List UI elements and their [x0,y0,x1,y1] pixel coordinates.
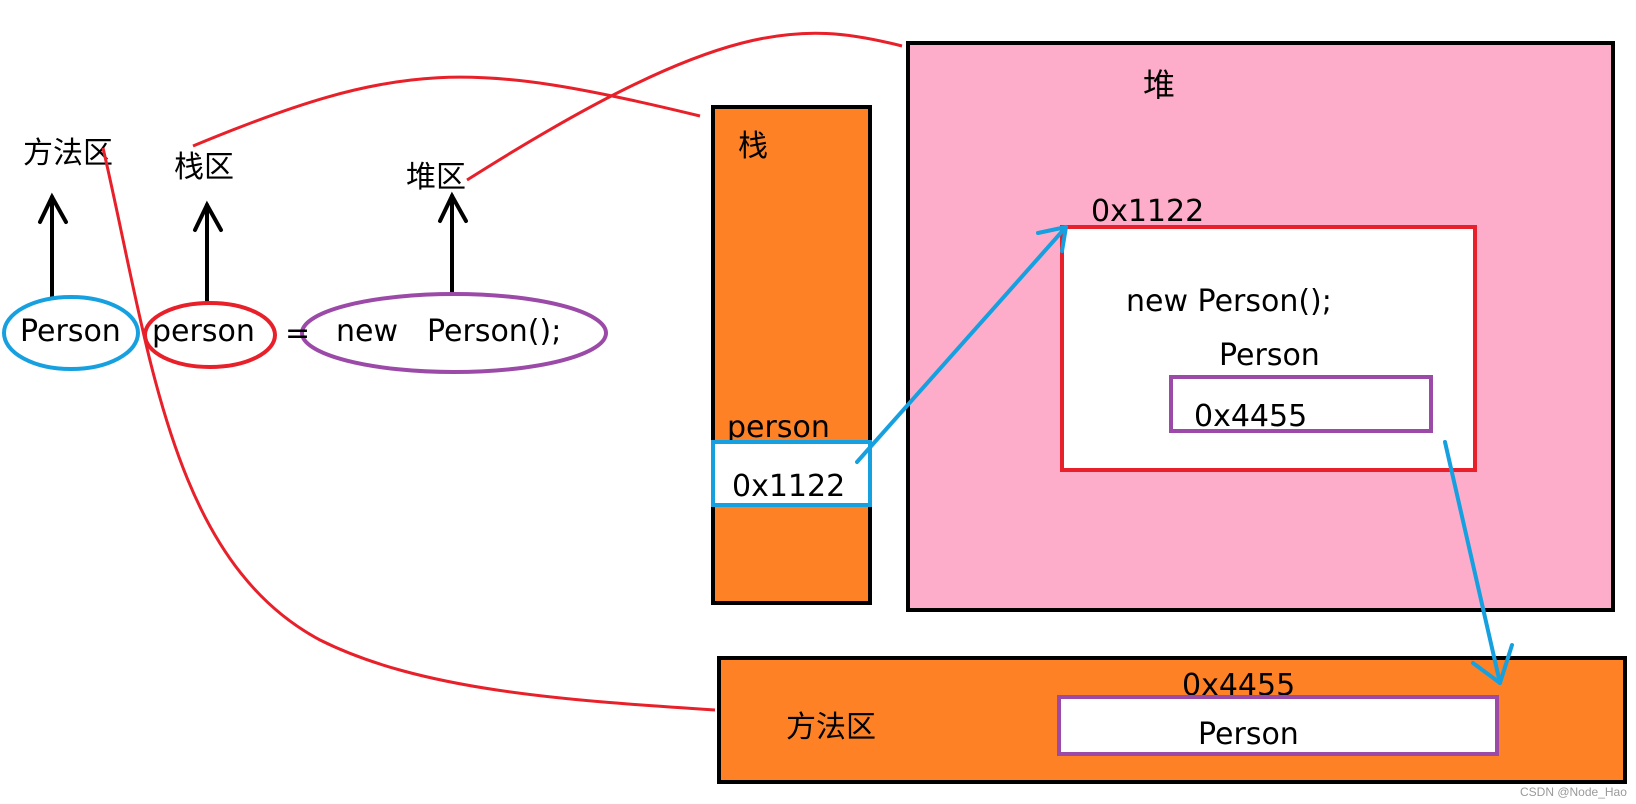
method-area-class-box [1057,695,1499,756]
connector-stack-label-to-stack [192,75,701,148]
stack-variable-label: person [727,410,830,445]
heap-object-expression: new Person(); [1126,284,1332,319]
stack-region [711,105,872,605]
method-area-title: 方法区 [786,710,876,745]
legend-stack-area-label: 栈区 [174,150,234,185]
connector-method-label-to-method-area [101,147,716,712]
arrow-new-to-heap-area [438,191,468,294]
watermark: CSDN @Node_Hao [1520,785,1627,799]
stack-title: 栈 [738,129,768,164]
statement-new-keyword: new [336,314,398,349]
heap-object-address: 0x1122 [1091,194,1204,229]
legend-method-area-label: 方法区 [23,136,113,171]
statement-variable-name: person [152,314,255,349]
heap-class-ref-value: 0x4455 [1194,399,1307,434]
statement-type-name: Person [20,314,121,349]
method-area-class-name: Person [1198,717,1299,752]
arrow-type-to-method-area [38,192,68,300]
statement-equals-sign: = [285,316,310,351]
heap-title: 堆 [1143,66,1175,104]
stack-variable-box [711,440,872,507]
heap-class-ref-box [1169,375,1433,433]
arrow-stack-ref-to-heap-object [855,225,1068,464]
arrow-heap-class-ref-to-method-area [1443,440,1514,685]
heap-class-label: Person [1219,338,1320,373]
legend-heap-area-label: 堆区 [406,160,466,195]
arrow-variable-to-stack-area [193,200,223,303]
connector-heap-label-to-heap [466,31,903,182]
statement-constructor-call: Person(); [427,314,561,349]
type-ellipse [2,295,140,371]
new-expression-ellipse [300,292,608,374]
stack-variable-value: 0x1122 [732,469,845,504]
